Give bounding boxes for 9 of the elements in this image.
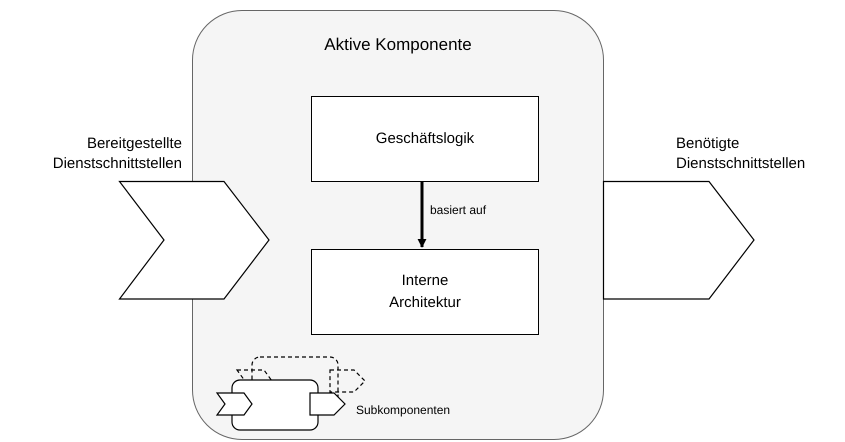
process-box xyxy=(311,96,539,182)
component-title: Aktive Komponente xyxy=(323,35,473,55)
box-label: Geschäftslogik xyxy=(376,129,474,149)
subcomponent-label: Subkomponenten xyxy=(356,402,450,418)
interface-label: Bereitgestellte Dienstschnittstellen xyxy=(52,134,182,174)
process-box xyxy=(311,249,539,335)
component-container xyxy=(192,10,604,440)
box-label: Interne Architektur xyxy=(388,271,462,313)
interface-label: Benötigte Dienstschnittstellen xyxy=(676,134,806,174)
